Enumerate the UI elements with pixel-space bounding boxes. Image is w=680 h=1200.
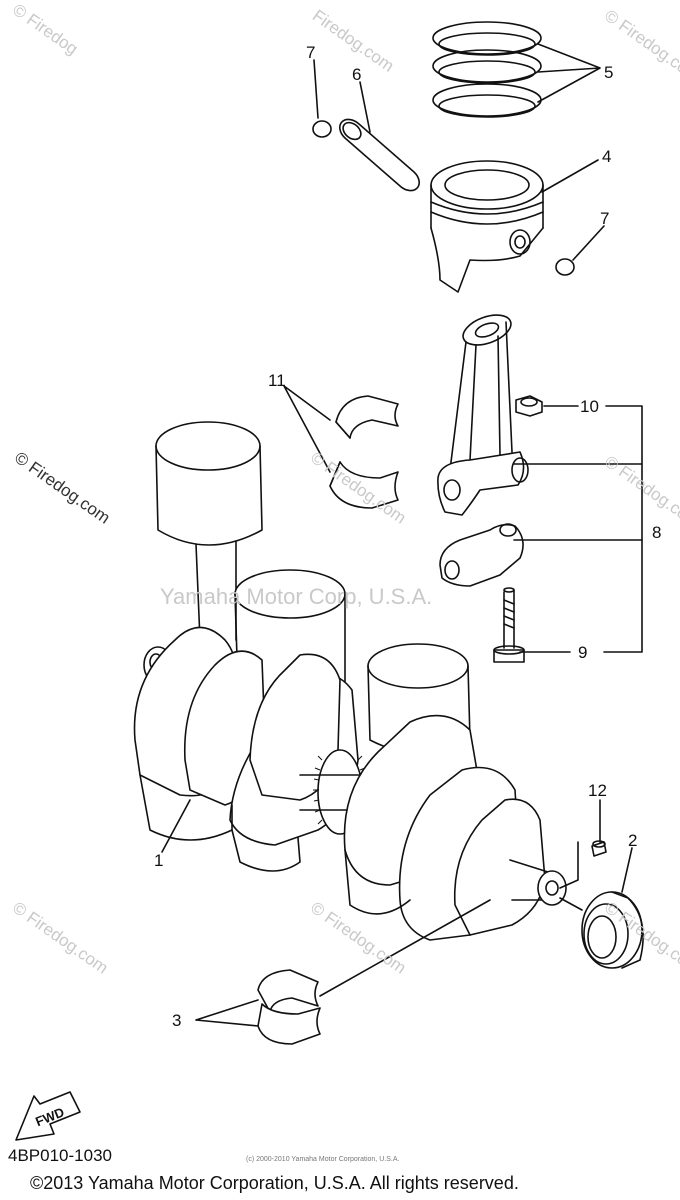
callout-4: 4 xyxy=(602,147,611,166)
dowel-pin xyxy=(591,840,607,857)
callout-2: 2 xyxy=(628,831,637,850)
callout-11: 11 xyxy=(268,371,286,390)
callout-3: 3 xyxy=(172,1011,181,1030)
forward-direction-tag: FWD xyxy=(15,1091,81,1141)
callout-9: 9 xyxy=(578,643,587,662)
callout-numbers: 7 6 5 4 7 11 10 8 9 12 2 1 3 xyxy=(154,43,661,1030)
main-bearings xyxy=(257,969,321,1045)
callout-1: 1 xyxy=(154,851,163,870)
small-copyright: (c) 2000-2010 Yamaha Motor Corporation, … xyxy=(246,1156,400,1163)
connecting-rod xyxy=(437,314,529,516)
callout-12: 12 xyxy=(588,781,607,800)
circlip-lower xyxy=(555,258,575,276)
piston-rings xyxy=(432,21,542,118)
callout-7b: 7 xyxy=(600,209,609,228)
conrod-cap xyxy=(439,523,524,587)
crankshaft-assembly xyxy=(133,421,567,941)
watermark-yamaha: Yamaha Motor Corp, U.S.A. xyxy=(160,584,433,609)
callout-5: 5 xyxy=(604,63,613,82)
leader-lines xyxy=(161,43,643,1027)
conrod-bearings xyxy=(329,395,399,509)
circlip-upper xyxy=(312,120,332,138)
reference-code: 4BP010-1030 xyxy=(8,1146,112,1165)
callout-8: 8 xyxy=(652,523,661,542)
piston-pin xyxy=(339,118,420,192)
callout-7: 7 xyxy=(306,43,315,62)
piston xyxy=(430,160,544,293)
callout-10: 10 xyxy=(580,397,599,416)
conrod-bolt xyxy=(493,587,525,663)
conrod-nut xyxy=(515,395,543,417)
callout-6: 6 xyxy=(352,65,361,84)
copyright-notice: ©2013 Yamaha Motor Corporation, U.S.A. A… xyxy=(30,1173,519,1193)
oil-seal xyxy=(581,891,644,969)
